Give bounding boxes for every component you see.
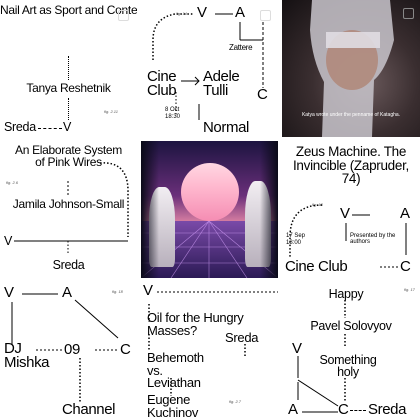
figure-label: fig. 18 [112,289,123,294]
tile-synthwave-image[interactable] [141,141,278,278]
artist-name: Adele Tulli [203,68,240,99]
event-label: Cine Club [147,68,177,99]
artist-name: Tanya Reshetnik [26,81,111,95]
talk-subtitle: Behemoth vs. Leviathan [147,350,204,390]
palm-shadow-left [141,141,159,278]
letter-v: V [292,340,302,357]
letter-a: A [235,4,245,21]
palm-shadow-right [260,141,278,278]
portrait-shape [310,0,394,137]
artist-name: Jamila Johnson-Small [12,197,125,211]
film-title: Normal [203,119,249,136]
venue-label: Sreda [225,330,259,345]
venue-label: Sreda [52,258,85,272]
connector-line [38,128,62,129]
connector-graphics [14,162,129,255]
presenter-note: Presented by the authors [350,233,396,245]
tile-cine-club-normal[interactable]: fig. 14 V A Zattere Cine Club Adele Tull… [141,0,278,137]
connector-graphics [152,13,264,120]
tile-pink-wires[interactable]: An Elaborate System of Pink Wires fig. 2… [0,141,137,278]
figure-label: fig. 2.6 [6,180,19,185]
connector-graphics [11,293,119,402]
tile-something-holy[interactable]: fig. 17 Happy Pavel Solovyov V Something… [282,282,420,420]
speaker-name: Pavel Solovyov [310,319,392,333]
venue-label: Sreda [368,401,407,418]
letter-v: V [340,205,350,222]
connector-line [68,56,69,80]
connector-graphics [297,300,346,413]
connector-graphics [148,291,278,396]
figure-label: fig. 2.11 [104,109,118,114]
multi-image-icon [260,10,271,21]
letter-c: C [257,86,268,103]
connector-line [350,410,366,411]
event-number: 09 [64,341,80,358]
letter-v: V [63,120,72,134]
letter-c: C [338,401,349,418]
letter-a: A [62,284,72,301]
connector-graphics [289,204,407,268]
place-label: Zattere [229,43,253,52]
dj-name: DJ Mishka [4,340,50,371]
multi-image-icon [118,10,129,21]
event-date: 17 Sep [286,233,306,239]
event-label: Cine Club [285,258,348,275]
sun-shape [181,163,239,221]
event-date: 8 Oct [165,107,180,113]
tile-title: Nail Art as Sport and Contemporary Art [0,3,137,17]
tile-title: An Elaborate System of Pink Wires [14,143,123,169]
talk-title: Something holy [319,353,377,379]
event-label: Happy [328,287,364,301]
letter-v: V [197,4,207,21]
event-time: 18:30 [165,114,181,120]
tile-video-still[interactable]: Katya wrote under the penname of Katagha… [282,0,420,137]
tile-oil-hungry-masses[interactable]: V Oil for the Hungry Masses? Sreda Behem… [141,282,278,420]
tile-zeus-machine[interactable]: Zeus Machine. The Invincible (Zapruder, … [282,141,420,278]
connector-line [68,98,69,120]
letter-v: V [143,282,153,299]
letter-c: C [120,341,131,358]
figure-label: fig. 14 [176,11,187,16]
letter-a: A [400,205,410,222]
venue-label: Sreda [4,120,36,134]
letter-v: V [4,234,13,248]
event-time: 18:00 [286,240,302,246]
tile-dj-mishka[interactable]: fig. 18 V A DJ Mishka 09 C Channel [0,282,137,420]
venue-label: Channel [62,401,116,418]
letter-a: A [288,401,298,418]
figure-label: fig. 2.7 [229,399,242,404]
letter-c: C [400,258,411,275]
tile-title: Zeus Machine. The Invincible (Zapruder, … [292,144,409,186]
talk-title: Oil for the Hungry Masses? [147,310,244,338]
letter-v: V [4,284,14,301]
speaker-name: Eugene Kuchinov [147,392,199,420]
figure-label: fig. 17 [404,287,415,292]
multi-image-icon [403,8,414,19]
video-subtitle: Katya wrote under the penname of Katagha… [301,112,401,118]
tile-nail-art[interactable]: Nail Art as Sport and Contemporary Art T… [0,0,137,137]
